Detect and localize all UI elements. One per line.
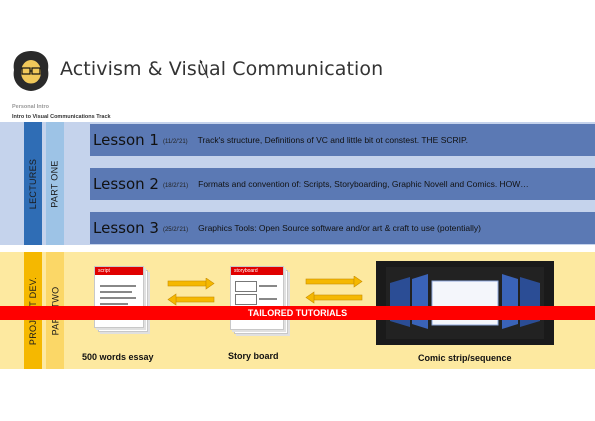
lesson-2-row[interactable]: Lesson 2 (18/2/'21) Formats and conventi… <box>90 168 595 200</box>
lesson-3-row[interactable]: Lesson 3 (25/2/'21) Graphics Tools: Open… <box>90 212 595 244</box>
arrow-left-icon <box>167 293 215 306</box>
arrows-script-storyboard <box>167 278 215 306</box>
storyboard-document: storyboard <box>230 266 284 330</box>
arrow-right-icon <box>167 278 215 290</box>
comic-caption: Comic strip/sequence <box>418 353 512 363</box>
lesson-1-date: (11/2/'21) <box>162 139 188 145</box>
lesson-3-title: Lesson 3 <box>93 219 159 237</box>
page-title: Activism & Visual Communication <box>60 58 384 80</box>
comic-strip-image <box>376 261 554 345</box>
track-intro-label: Intro to Visual Communications Track <box>12 114 111 120</box>
lesson-1-description: Track's structure, Definitions of VC and… <box>197 135 468 145</box>
lesson-2-description: Formats and convention of: Scripts, Stor… <box>198 179 529 189</box>
author-avatar <box>10 50 52 92</box>
lesson-2-date: (18/2/'21) <box>162 183 189 189</box>
lesson-1-row[interactable]: Lesson 1 (11/2/'21) Track's structure, D… <box>90 124 595 156</box>
lesson-3-description: Graphics Tools: Open Source software and… <box>198 223 481 233</box>
part-one-bar: PART ONE <box>46 122 64 245</box>
script-tag: script <box>95 267 143 275</box>
arrow-left-icon <box>305 291 363 304</box>
arrows-storyboard-comic <box>305 276 363 304</box>
lectures-label: LECTURES <box>28 158 39 209</box>
lesson-3-date: (25/2/'21) <box>162 227 189 233</box>
lectures-bar: LECTURES <box>24 122 42 245</box>
tailored-tutorials-bar: TAILORED TUTORIALS <box>0 306 595 320</box>
cursor-mark <box>199 59 209 79</box>
storyboard-caption: Story board <box>228 351 279 361</box>
lesson-2-title: Lesson 2 <box>93 175 159 193</box>
storyboard-tag: storyboard <box>231 267 283 275</box>
part-one-label: PART ONE <box>50 159 61 208</box>
arrow-right-icon <box>305 276 363 288</box>
lesson-1-title: Lesson 1 <box>93 131 159 149</box>
personal-intro-label: Personal Intro <box>12 104 49 110</box>
essay-caption: 500 words essay <box>82 352 154 362</box>
